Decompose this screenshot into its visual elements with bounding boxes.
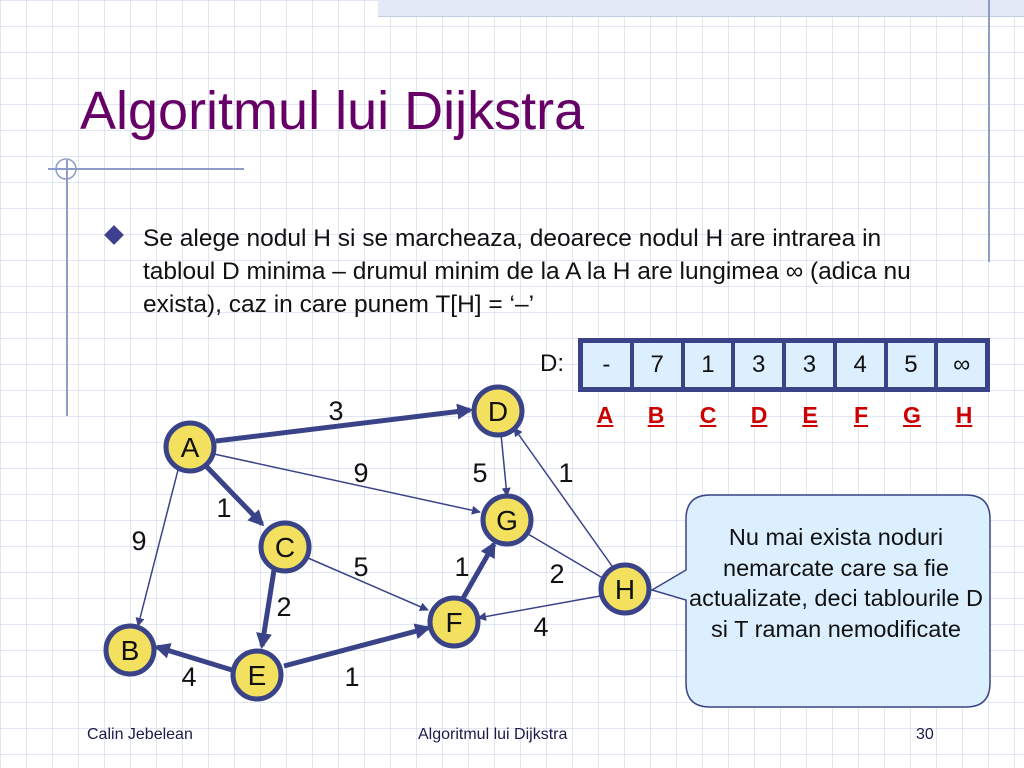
d-cell-c: 1: [684, 343, 732, 387]
edge-g-h: [527, 533, 607, 581]
weight-h-d: 1: [558, 458, 573, 488]
callout-bubble: [650, 494, 991, 708]
table-node-label-a: A: [596, 402, 614, 428]
page-title: Algoritmul lui Dijkstra: [80, 81, 585, 141]
weight-a-b: 9: [131, 526, 146, 556]
edge-d-g: [500, 433, 511, 497]
d-cell-a: -: [583, 343, 630, 387]
edge-a-c: [204, 464, 265, 527]
node-d: D: [471, 384, 525, 438]
node-label-g: G: [496, 505, 518, 536]
table-node-label-d: D: [750, 402, 768, 428]
node-e: E: [230, 648, 284, 702]
node-label-h: H: [615, 574, 635, 605]
weight-a-d: 3: [328, 396, 343, 426]
table-node-label-b: B: [647, 402, 665, 428]
node-g: G: [480, 493, 534, 547]
footer-title: Algoritmul lui Dijkstra: [418, 726, 568, 743]
edge-a-d: [215, 403, 474, 444]
node-label-b: B: [121, 635, 140, 666]
d-table: - 7 1 3 3 4 5 ∞: [578, 338, 990, 392]
node-c: C: [258, 520, 312, 574]
top-band: [378, 0, 1024, 17]
node-label-a: A: [181, 432, 200, 463]
edge-f-g: [459, 541, 497, 602]
weight-c-f: 5: [353, 552, 368, 582]
table-node-label-c: C: [699, 402, 717, 428]
footer-author: Calin Jebelean: [87, 726, 193, 743]
callout-text: Nu mai exista noduri nemarcate care sa f…: [689, 524, 983, 642]
title-underline: [48, 168, 244, 170]
weight-g-h: 2: [549, 559, 564, 589]
frame-line-left: [66, 160, 68, 416]
bullet-text: Se alege nodul H si se marcheaza, deoare…: [143, 225, 911, 318]
d-table-label: D:: [540, 350, 564, 377]
edge-h-f: [477, 595, 601, 621]
weight-a-g: 9: [353, 458, 368, 488]
node-a: A: [163, 420, 217, 474]
edge-e-f: [283, 623, 432, 669]
node-label-e: E: [248, 660, 267, 691]
node-label-c: C: [275, 532, 295, 563]
footer-page-number: 30: [916, 726, 934, 743]
d-cell-f: 4: [836, 343, 884, 387]
d-cell-g: 5: [887, 343, 935, 387]
weight-f-g: 1: [454, 552, 469, 582]
node-label-f: F: [445, 607, 462, 638]
table-node-label-g: G: [903, 402, 921, 428]
weight-d-g: 5: [472, 458, 487, 488]
weight-h-f: 4: [533, 612, 548, 642]
edge-a-g: [213, 453, 481, 515]
weight-a-c: 1: [216, 493, 231, 523]
edge-e-b: [153, 643, 233, 673]
node-label-d: D: [488, 396, 508, 427]
weight-c-e: 2: [276, 592, 291, 622]
node-h: H: [598, 562, 652, 616]
table-node-label-f: F: [853, 402, 869, 428]
d-cell-d: 3: [735, 343, 782, 387]
edge-a-b: [135, 469, 179, 627]
table-node-label-h: H: [955, 402, 973, 428]
d-cell-b: 7: [633, 343, 681, 387]
weight-e-f: 1: [344, 662, 359, 692]
node-b: B: [103, 623, 157, 677]
frame-line-right: [988, 0, 990, 262]
weight-e-b: 4: [181, 662, 196, 692]
edge-c-f: [307, 557, 429, 611]
edge-c-e: [256, 569, 277, 650]
d-cell-h: ∞: [938, 343, 985, 387]
edge-h-d: [513, 427, 613, 567]
node-f: F: [427, 595, 481, 649]
d-cell-e: 3: [786, 343, 833, 387]
table-node-label-e: E: [802, 402, 818, 428]
